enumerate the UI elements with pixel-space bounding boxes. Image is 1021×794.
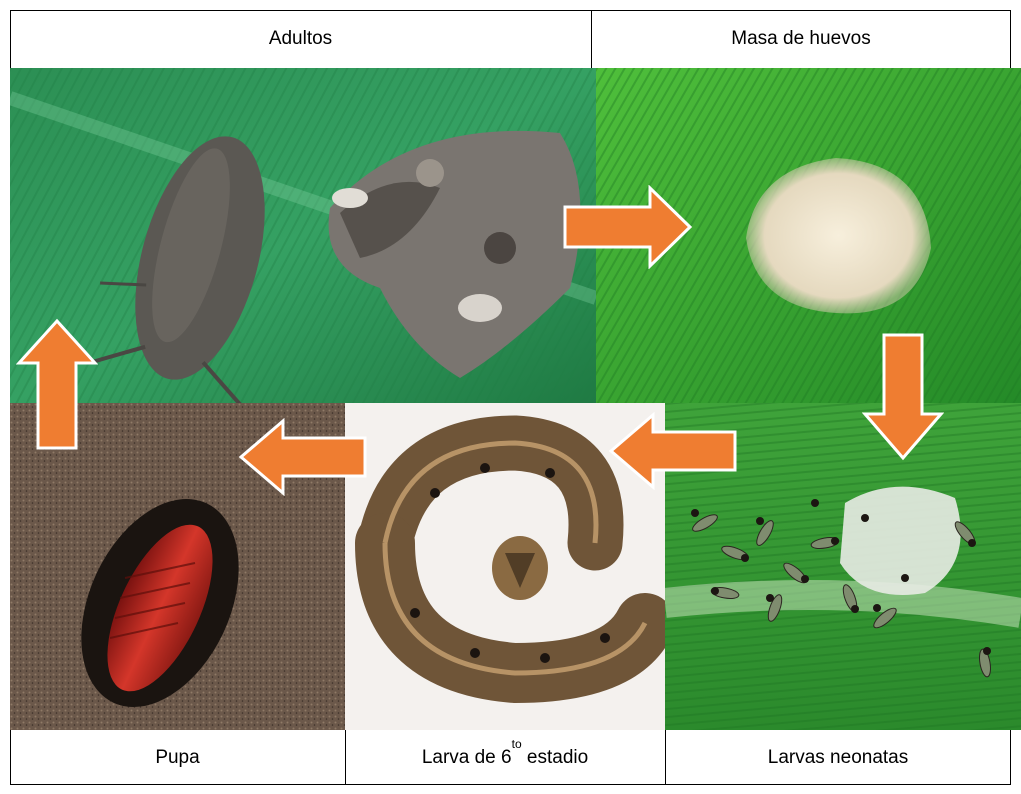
header-adultos: Adultos [10,10,591,68]
header-masa-de-huevos: Masa de huevos [591,10,1011,68]
arrow-down-icon [862,332,944,462]
table-border-bottom [10,784,1011,785]
arrow-right-icon [562,185,694,269]
arrow-left-icon [608,412,738,490]
masa-de-huevos-label: Masa de huevos [731,28,870,50]
pupa-label: Pupa [155,747,199,769]
table-border-left-bottom [10,730,11,785]
table-border-divider-bottom-1 [345,730,346,785]
arrow-up-icon [16,318,98,452]
table-border-right-top [1010,10,1011,68]
table-border-divider-top [591,10,592,68]
footer-pupa: Pupa [10,730,345,785]
table-border-top [10,10,1011,11]
footer-larva-6to-estadio: Larva de 6to estadio [345,730,665,785]
larva-6-label: Larva de 6to estadio [422,747,588,769]
table-border-right-bottom [1010,730,1011,785]
footer-larvas-neonatas: Larvas neonatas [665,730,1011,785]
arrow-left-icon [238,418,368,496]
table-border-divider-bottom-2 [665,730,666,785]
larva-6-superscript: to [512,737,522,751]
adultos-label: Adultos [269,28,332,50]
table-border-left-top [10,10,11,68]
larva-6-prefix: Larva de 6 [422,747,512,768]
larvas-neonatas-label: Larvas neonatas [768,747,909,769]
larva-6-suffix: estadio [522,747,589,768]
